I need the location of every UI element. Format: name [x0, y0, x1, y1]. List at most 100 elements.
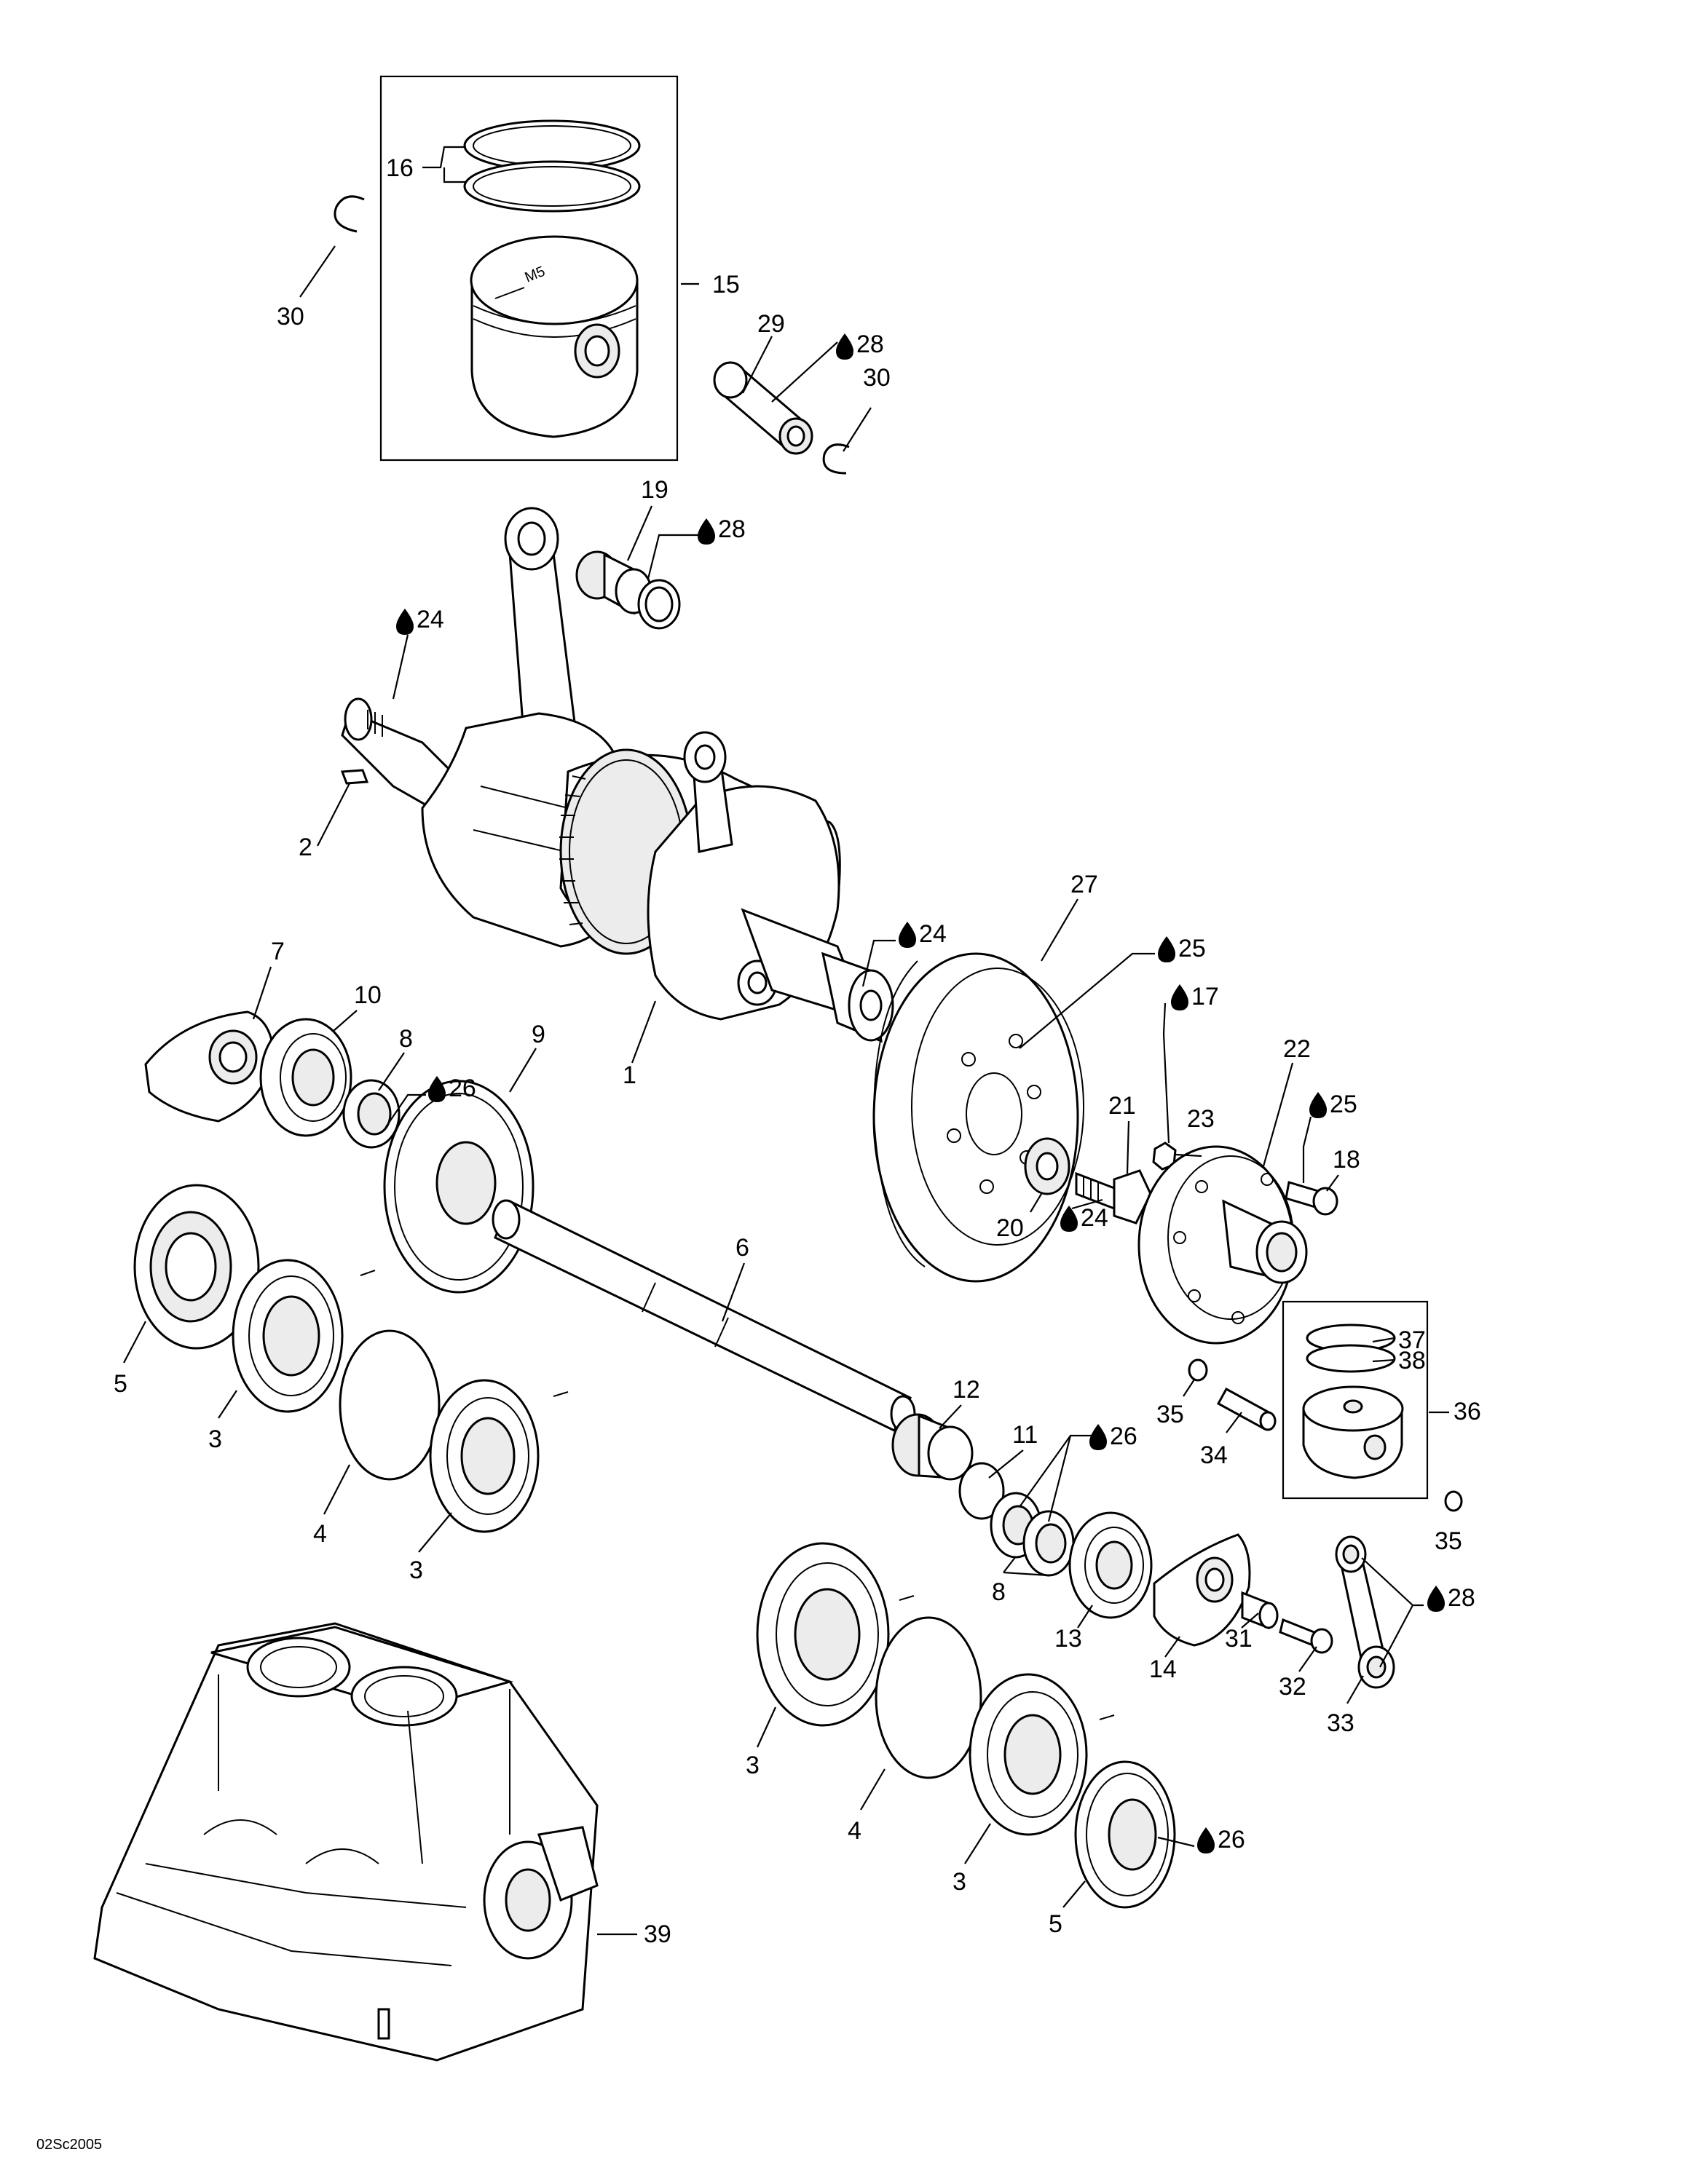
callout-6: 6 [735, 1234, 749, 1262]
callout-34: 34 [1200, 1441, 1228, 1469]
callout-16: 16 [386, 154, 414, 182]
callout-number: 23 [1187, 1105, 1215, 1133]
callout-25: 25 [1158, 935, 1206, 962]
callout-number: 24 [919, 920, 947, 948]
callout-27: 27 [1070, 871, 1098, 898]
callout-28: 28 [836, 331, 884, 360]
callout-number: 7 [271, 938, 285, 965]
drawing-code: 02Sc2005 [36, 2137, 102, 2153]
oil-drop-icon [1427, 1586, 1445, 1612]
callout-25: 25 [1309, 1091, 1357, 1118]
callout-number: 15 [712, 271, 740, 298]
callout-number: 35 [1156, 1401, 1184, 1428]
callout-4: 4 [848, 1817, 861, 1845]
callout-3: 3 [208, 1425, 222, 1453]
callout-number: 28 [718, 515, 746, 543]
oil-drop-icon [1309, 1092, 1327, 1118]
callout-number: 4 [313, 1520, 327, 1548]
crankshaft [341, 507, 894, 1043]
callout-number: 30 [863, 364, 891, 392]
seal-5a [133, 1184, 260, 1350]
callout-number: 36 [1454, 1398, 1481, 1425]
callout-5: 5 [1049, 1910, 1062, 1938]
callout-3: 3 [746, 1752, 760, 1779]
callout-18: 18 [1333, 1146, 1360, 1174]
callout-23: 23 [1187, 1105, 1215, 1133]
needle-bearing-19 [575, 550, 681, 630]
callout-36: 36 [1454, 1398, 1481, 1425]
oil-drop-icon [428, 1076, 446, 1102]
callout-number: 20 [996, 1214, 1024, 1242]
callout-number: 10 [354, 981, 382, 1009]
callout-number: 19 [641, 476, 669, 504]
callout-number: 3 [953, 1868, 966, 1896]
callout-number: 4 [848, 1817, 861, 1845]
piston-pin [713, 361, 813, 455]
callout-28: 28 [1427, 1584, 1475, 1612]
callout-number: 1 [623, 1061, 636, 1089]
callout-number: 35 [1435, 1527, 1462, 1555]
callout-number: 38 [1398, 1347, 1426, 1374]
callout-8: 8 [992, 1578, 1006, 1606]
circlip-right [822, 443, 850, 475]
callout-12: 12 [953, 1376, 980, 1404]
counterweight-7 [144, 1010, 275, 1123]
drive-hub-22 [1137, 1145, 1308, 1345]
callout-number: 25 [1178, 935, 1206, 962]
ring-11 [958, 1462, 1005, 1520]
spacer-20 [1024, 1137, 1070, 1195]
callout-number: 29 [757, 310, 785, 338]
oil-drop-icon [1089, 1424, 1107, 1450]
callout-19: 19 [641, 476, 669, 504]
engine-block [93, 1622, 599, 2062]
callout-13: 13 [1054, 1625, 1082, 1653]
callout-number: 16 [386, 154, 414, 182]
callout-26: 26 [1089, 1423, 1137, 1450]
woodruff-key [340, 769, 369, 785]
callout-39: 39 [644, 1920, 671, 1948]
seal-5b [1074, 1760, 1176, 1909]
callout-number: 34 [1200, 1441, 1228, 1469]
seal-8a [342, 1079, 401, 1149]
gear-9 [383, 1080, 535, 1294]
callout-14: 14 [1149, 1655, 1177, 1683]
callout-35: 35 [1156, 1401, 1184, 1428]
callout-number: 37 [1398, 1326, 1426, 1354]
ball-bearing-3d [969, 1673, 1115, 1836]
ring-4b [875, 1616, 982, 1779]
callout-number: 5 [1049, 1910, 1062, 1938]
callout-number: 33 [1327, 1709, 1354, 1737]
callout-number: 8 [992, 1578, 1006, 1606]
ball-bearing-10 [259, 1018, 352, 1137]
callout-number: 31 [1225, 1625, 1253, 1653]
callout-number: 13 [1054, 1625, 1082, 1653]
ball-bearing-13 [1068, 1511, 1153, 1619]
callout-number: 3 [409, 1556, 423, 1584]
callout-5: 5 [114, 1370, 127, 1398]
callout-number: 27 [1070, 871, 1098, 898]
callout-labels: 16 15 30 29 28 30 19 28 24 2 27 24 25 7 … [114, 154, 1481, 1948]
callout-1: 1 [623, 1061, 636, 1089]
callout-26: 26 [1197, 1826, 1245, 1853]
callout-number: 12 [953, 1376, 980, 1404]
callout-30: 30 [277, 303, 304, 331]
ball-bearing-3a [232, 1259, 376, 1413]
callout-17: 17 [1171, 983, 1219, 1010]
callout-number: 9 [532, 1021, 545, 1048]
callout-number: 32 [1279, 1673, 1306, 1701]
oil-drop-icon [836, 333, 853, 360]
callout-8: 8 [399, 1025, 413, 1053]
callout-number: 28 [856, 331, 884, 358]
callout-number: 28 [1448, 1584, 1475, 1612]
callout-20: 20 [996, 1214, 1024, 1242]
nut-35b [1444, 1490, 1463, 1512]
shaft-6 [492, 1199, 916, 1433]
callout-24: 24 [1060, 1204, 1108, 1232]
callout-26: 26 [428, 1075, 476, 1102]
callout-number: 22 [1283, 1035, 1311, 1063]
callout-number: 3 [208, 1425, 222, 1453]
callout-number: 3 [746, 1752, 760, 1779]
callout-24: 24 [899, 920, 947, 948]
sleeve-31 [1241, 1591, 1279, 1630]
counterweight-14 [1153, 1533, 1251, 1647]
